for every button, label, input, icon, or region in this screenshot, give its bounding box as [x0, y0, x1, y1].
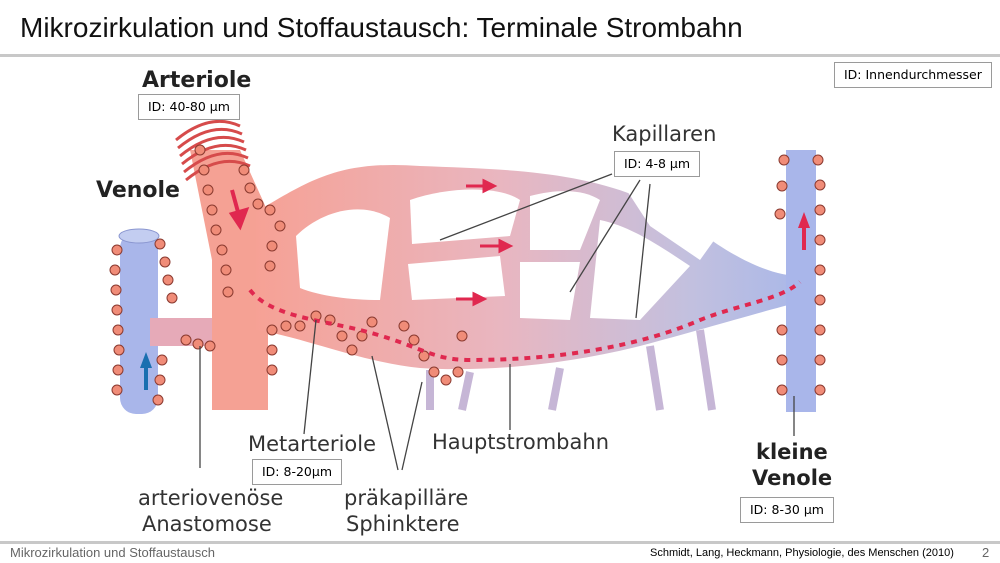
arteriole-smooth-muscle-rings — [175, 119, 251, 182]
capillary-network — [256, 164, 800, 411]
label-leader-lines — [199, 173, 795, 471]
label-sphinktere-line1: präkapilläre — [344, 486, 469, 510]
page-number: 2 — [982, 545, 990, 560]
capillary-flow-arrows — [456, 178, 514, 307]
label-kapillaren: Kapillaren — [612, 122, 717, 146]
footer-section-title: Mikrozirkulation und Stoffaustausch — [10, 545, 215, 560]
legend-box: ID: Innendurchmesser — [834, 62, 992, 88]
label-venole: Venole — [96, 178, 180, 203]
venous-flow-arrow — [798, 212, 810, 250]
label-hauptstrombahn: Hauptstrombahn — [432, 430, 610, 454]
diameter-box-kleine-venole: ID: 8-30 µm — [740, 497, 834, 523]
arteriole-vessel — [175, 119, 268, 410]
main-channel-flow-path — [248, 280, 802, 363]
label-arteriole: Arteriole — [142, 68, 252, 93]
venole-flow-arrow — [140, 352, 152, 390]
kleine-venole-vessel — [786, 150, 816, 412]
venole-vessel — [118, 228, 160, 414]
footer-divider — [0, 541, 1000, 544]
label-sphinktere-line2: Sphinktere — [346, 512, 460, 536]
label-metarteriole: Metarteriole — [248, 432, 376, 456]
arterial-flow-arrow — [228, 189, 250, 231]
diameter-box-kapillaren: ID: 4-8 µm — [614, 151, 701, 177]
footer-citation: Schmidt, Lang, Heckmann, Physiologie, de… — [650, 547, 954, 559]
diameter-box-metarteriole: ID: 8-20µm — [252, 459, 342, 485]
label-kleine-venole-line1: kleine — [756, 440, 828, 464]
slide-title: Mikrozirkulation und Stoffaustausch: Ter… — [20, 12, 743, 43]
pericyte-dots — [109, 144, 826, 406]
label-kleine-venole-line2: Venole — [752, 466, 833, 490]
label-anastomose-line2: Anastomose — [142, 512, 272, 536]
diameter-box-arteriole: ID: 40-80 µm — [138, 94, 240, 120]
label-anastomose-line1: arteriovenöse — [138, 486, 284, 510]
title-divider — [0, 54, 1000, 57]
